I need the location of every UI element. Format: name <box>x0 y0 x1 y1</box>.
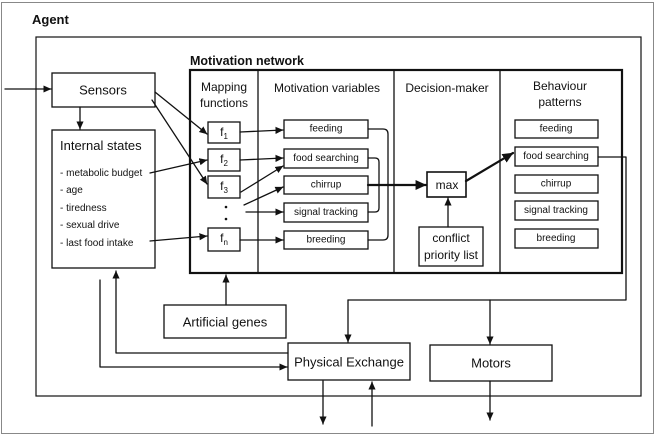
arrow-internal-states-to-physical-exchange <box>99 279 288 371</box>
line-feeding-to-selector <box>367 128 389 186</box>
behaviour-pattern-feeding: feeding <box>540 124 573 135</box>
arrow-f3-to-chirrup <box>243 186 284 206</box>
priority-list-label: priority list <box>424 248 479 262</box>
motivation-network-title: Motivation network <box>190 54 304 68</box>
svg-text:f3: f3 <box>220 179 228 195</box>
behaviour-pattern-breeding: breeding <box>537 233 576 244</box>
arrow-sensors-to-f1 <box>154 91 208 135</box>
header-motivation-variables: Motivation variables <box>274 81 380 95</box>
conflict-priority-list-box <box>418 226 484 267</box>
max-label: max <box>436 178 459 192</box>
behaviour-pattern-chirrup: chirrup <box>541 179 572 190</box>
header-behaviour-patterns: patterns <box>538 95 581 109</box>
line-breeding-to-selector <box>367 184 389 241</box>
ellipsis-dot <box>224 205 228 209</box>
internal-state-item: - tiredness <box>60 203 107 214</box>
arrow-physical-exchange-to-internal-states <box>112 270 289 354</box>
header-mapping-functions: Mapping <box>201 80 247 94</box>
header-mapping-functions: functions <box>200 96 248 110</box>
agent-label: Agent <box>32 12 70 27</box>
physical-exchange-label: Physical Exchange <box>294 355 404 370</box>
arrow-last-food-intake-to-fn <box>149 233 208 242</box>
internal-state-item: - age <box>60 185 83 196</box>
internal-state-item: - sexual drive <box>60 220 120 231</box>
behaviour-pattern-box <box>514 174 599 194</box>
internal-state-item: - metabolic budget <box>60 168 142 179</box>
sensors-box <box>51 72 156 108</box>
line-behaviour-output <box>347 156 627 301</box>
svg-text:f2: f2 <box>220 152 228 168</box>
motivation-variable-chirrup: chirrup <box>311 180 342 191</box>
ellipsis-dot <box>224 217 228 221</box>
physical-exchange-box <box>287 342 411 381</box>
behaviour-pattern-box <box>514 119 599 139</box>
line-signal-tracking-to-selector <box>367 184 380 213</box>
internal-state-item: - last food intake <box>60 238 134 249</box>
sensors-label: Sensors <box>79 83 127 98</box>
mapping-function-fn: fn <box>207 227 241 252</box>
behaviour-pattern-signal-tracking: signal tracking <box>524 205 588 216</box>
motivation-variable-food-searching: food searching <box>293 153 359 164</box>
max-box <box>426 171 467 198</box>
behaviour-pattern-box <box>514 228 599 249</box>
mapping-function-f1: f1 <box>207 121 241 144</box>
artificial-genes-label: Artificial genes <box>183 315 268 330</box>
header-behaviour-patterns: Behaviour <box>533 79 587 93</box>
mapping-function-f3: f3 <box>207 175 241 199</box>
line-food-searching-to-selector <box>367 157 380 186</box>
motors-box <box>429 344 553 382</box>
motivation-variable-breeding: breeding <box>307 235 346 246</box>
arrow-f3-to-food-searching <box>240 165 284 193</box>
motors-label: Motors <box>471 356 511 371</box>
svg-text:fn: fn <box>220 231 228 247</box>
arrow-max-to-food-searching <box>464 151 515 183</box>
conflict-label: conflict <box>432 231 470 245</box>
internal-states-title: Internal states <box>60 138 142 153</box>
artificial-genes-box <box>163 304 287 339</box>
header-decision-maker: Decision-maker <box>405 81 488 95</box>
mapping-function-f2: f2 <box>207 148 241 172</box>
arrow-f1-to-feeding <box>239 126 284 134</box>
agent-box <box>35 36 642 397</box>
svg-text:f1: f1 <box>220 125 228 141</box>
motivation-variable-signal-tracking: signal tracking <box>294 207 358 218</box>
behaviour-pattern-box <box>514 200 599 221</box>
internal-states-box <box>51 129 156 269</box>
arrow-sensors-to-f3 <box>151 99 208 185</box>
motivation-network-box <box>188 68 624 275</box>
arrow-f2-to-food-searching <box>239 154 284 162</box>
motivation-variable-feeding: feeding <box>310 124 343 135</box>
arrow-metabolic-budget-to-f2 <box>149 158 208 174</box>
behaviour-pattern-food-searching: food searching <box>523 151 589 162</box>
